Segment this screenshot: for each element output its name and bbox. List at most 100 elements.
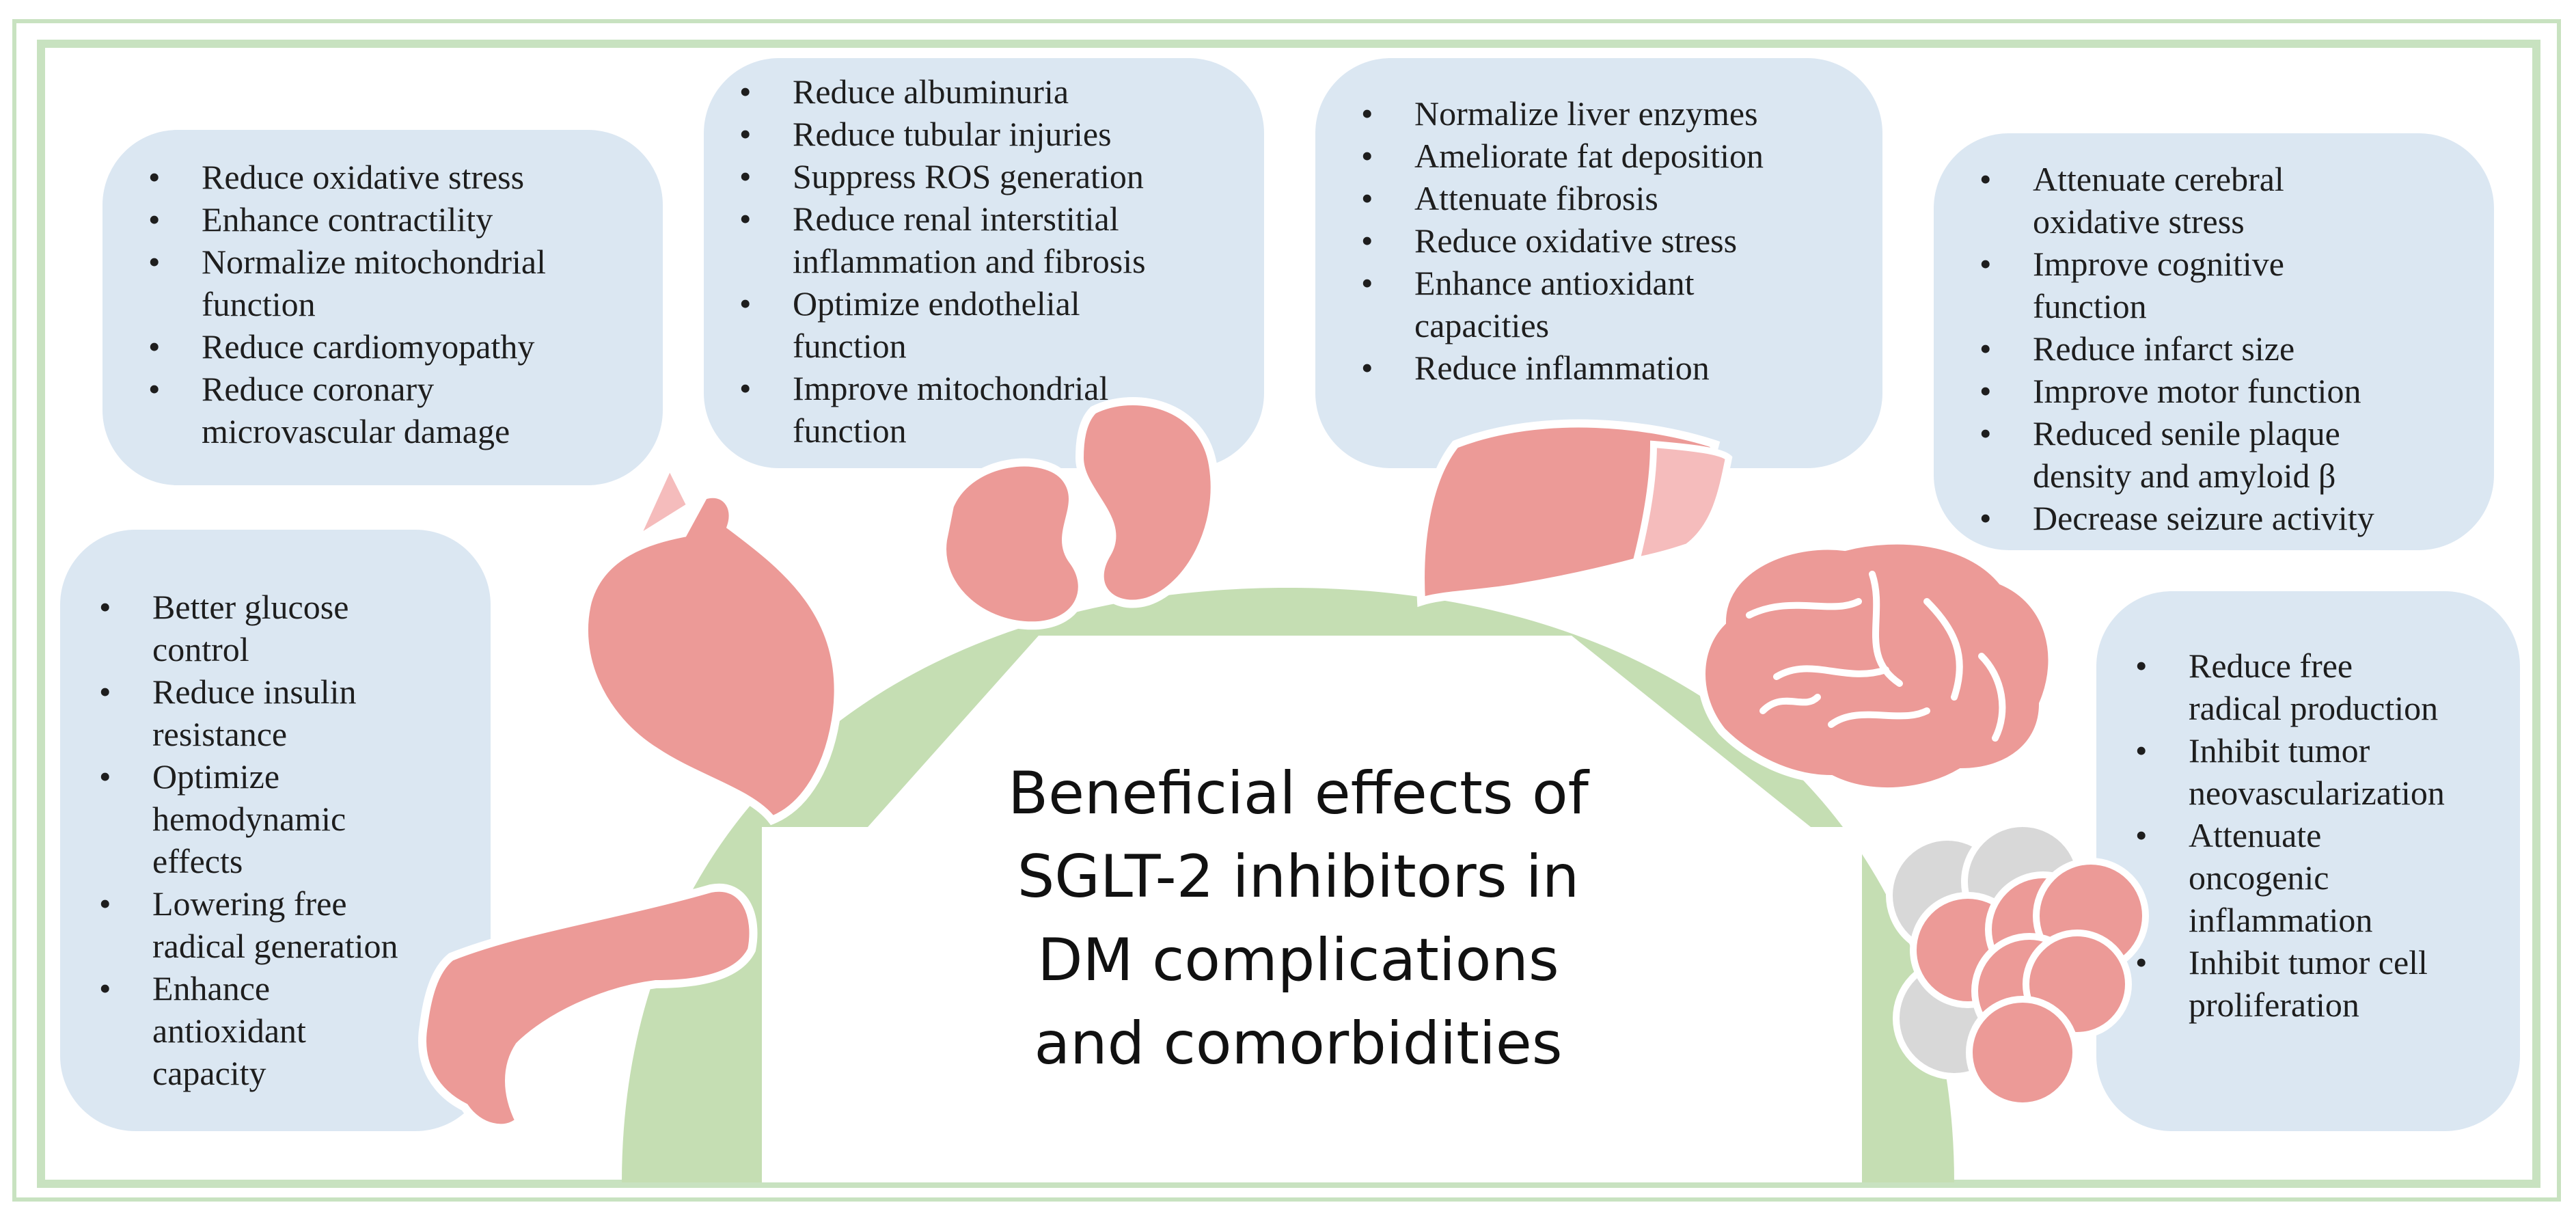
liver-effect-item: Ameliorate fat deposition [1361, 135, 1882, 177]
tumor-effect-text: neovascularization [2189, 774, 2445, 812]
heart-effects-box: Reduce oxidative stressEnhance contracti… [102, 130, 663, 485]
heart-effect-text: microvascular damage [202, 412, 510, 450]
heart-effect-item: Reduce cardiomyopathy [148, 325, 663, 368]
pancreas-effect-text: antioxidant [152, 1012, 306, 1050]
kidney-effect-text: Optimize endothelial [793, 284, 1080, 323]
kidney-effect-text: Improve mitochondrial [793, 369, 1109, 407]
brain-effect-text: oxidative stress [2033, 202, 2245, 241]
title-line: Beneficial effects of [1008, 759, 1589, 828]
center-title: Beneficial effects of SGLT-2 inhibitors … [929, 752, 1667, 1085]
pancreas-effect-text: radical generation [152, 927, 398, 965]
brain-effect-item: Attenuate cerebral oxidative stress [1979, 158, 2494, 243]
liver-effect-item: Enhance antioxidant capacities [1361, 262, 1882, 347]
liver-effects-list: Normalize liver enzymesAmeliorate fat de… [1361, 92, 1882, 389]
kidney-effect-text: inflammation and fibrosis [793, 242, 1146, 280]
kidney-effect-item: Suppress ROS generation [739, 155, 1264, 198]
kidney-effect-text: Reduce renal interstitial [793, 200, 1119, 238]
liver-effect-text: Enhance antioxidant [1414, 264, 1695, 302]
tumor-effect-text: Attenuate [2189, 816, 2322, 854]
title-line: DM complications [1037, 926, 1559, 994]
brain-effect-text: density and amyloid β [2033, 457, 2336, 495]
kidney-effect-item: Optimize endothelial function [739, 282, 1264, 367]
title-line: and comorbidities [1034, 1009, 1563, 1078]
heart-effect-text: Reduce coronary [202, 370, 435, 408]
pancreas-effects-list: Better glucose controlReduce insulin resis… [99, 586, 491, 1094]
liver-effect-text: Attenuate fibrosis [1414, 179, 1658, 217]
heart-effect-text: Reduce cardiomyopathy [202, 327, 535, 366]
tumor-cells-icon [1886, 820, 2149, 1109]
heart-effect-text: Normalize mitochondrial [202, 243, 547, 281]
brain-effect-item: Improve motor function [1979, 370, 2494, 412]
pancreas-effect-item: Enhance antioxidant capacity [99, 967, 491, 1094]
brain-effect-item: Reduced senile plaque density and amyloid… [1979, 412, 2494, 497]
liver-effect-text: Reduce inflammation [1414, 349, 1710, 387]
pancreas-effect-text: Better glucose [152, 588, 349, 626]
liver-icon [1416, 419, 1733, 608]
pancreas-effect-text: Reduce insulin [152, 673, 357, 711]
kidney-effects-box: Reduce albuminuriaReduce tubular injurie… [704, 58, 1264, 468]
tumor-effect-item: Attenuate oncogenic inflammation [2135, 814, 2520, 941]
center-panel [762, 636, 1862, 1182]
kidney-effect-text: Reduce tubular injuries [793, 115, 1112, 153]
pancreas-effect-text: capacity [152, 1054, 266, 1092]
heart-effect-text: Reduce oxidative stress [202, 158, 525, 196]
brain-icon [1697, 536, 2057, 796]
brain-effect-text: Improve motor function [2033, 372, 2361, 410]
heart-effect-item: Reduce oxidative stress [148, 156, 663, 198]
pancreas-effect-text: Enhance [152, 969, 271, 1007]
brain-effect-text: Reduce infarct size [2033, 329, 2295, 368]
liver-effect-text: capacities [1414, 306, 1550, 344]
tumor-effect-item: Inhibit tumor neovascularization [2135, 729, 2520, 814]
heart-icon [579, 457, 842, 826]
tumor-effect-text: inflammation [2189, 901, 2373, 939]
tumor-effect-text: Reduce free [2189, 647, 2353, 685]
liver-effect-item: Reduce oxidative stress [1361, 219, 1882, 262]
pancreas-icon [418, 883, 758, 1133]
brain-effect-text: Improve cognitive [2033, 245, 2284, 283]
kidney-effect-item: Reduce renal interstitial inflammation an… [739, 198, 1264, 282]
kidney-effect-item: Reduce albuminuria [739, 70, 1264, 113]
heart-effects-list: Reduce oxidative stressEnhance contracti… [148, 156, 663, 452]
brain-effect-item: Decrease seizure activity [1979, 497, 2494, 539]
heart-effect-text: Enhance contractility [202, 200, 493, 239]
pancreas-effect-text: Lowering free [152, 884, 347, 923]
brain-effect-text: Attenuate cerebral [2033, 160, 2284, 198]
liver-effect-item: Reduce inflammation [1361, 347, 1882, 389]
outer-frame [12, 19, 2561, 1202]
brain-effect-text: Reduced senile plaque [2033, 414, 2340, 452]
pancreas-effect-text: control [152, 630, 249, 668]
kidney-effect-item: Reduce tubular injuries [739, 113, 1264, 155]
pancreas-effect-item: Reduce insulin resistance [99, 670, 491, 755]
kidney-effect-text: function [793, 327, 907, 365]
heart-effect-item: Reduce coronary microvascular damage [148, 368, 663, 452]
tumor-effect-text: proliferation [2189, 986, 2359, 1024]
tumor-effect-item: Reduce free radical production [2135, 645, 2520, 729]
liver-effect-text: Ameliorate fat deposition [1414, 137, 1764, 175]
tumor-effect-text: oncogenic [2189, 858, 2329, 897]
title-line: SGLT-2 inhibitors in [1017, 843, 1580, 911]
liver-effect-text: Reduce oxidative stress [1414, 221, 1738, 260]
brain-effect-text: function [2033, 287, 2147, 325]
tumor-effect-text: Inhibit tumor [2189, 731, 2370, 770]
kidneys-icon [938, 397, 1219, 630]
pancreas-effect-item: Better glucose control [99, 586, 491, 670]
kidney-effects-list: Reduce albuminuriaReduce tubular injurie… [739, 70, 1264, 452]
kidney-effect-text: Suppress ROS generation [793, 157, 1144, 195]
heart-effect-item: Enhance contractility [148, 198, 663, 241]
liver-effect-item: Attenuate fibrosis [1361, 177, 1882, 219]
pancreas-effect-text: resistance [152, 715, 288, 753]
pancreas-effect-text: hemodynamic [152, 800, 346, 838]
brain-effect-text: Decrease seizure activity [2033, 499, 2374, 537]
tumor-effect-text: radical production [2189, 689, 2439, 727]
liver-effects-box: Normalize liver enzymesAmeliorate fat de… [1315, 58, 1882, 468]
pancreas-effect-item: Lowering free radical generation [99, 882, 491, 967]
brain-effect-item: Reduce infarct size [1979, 327, 2494, 370]
